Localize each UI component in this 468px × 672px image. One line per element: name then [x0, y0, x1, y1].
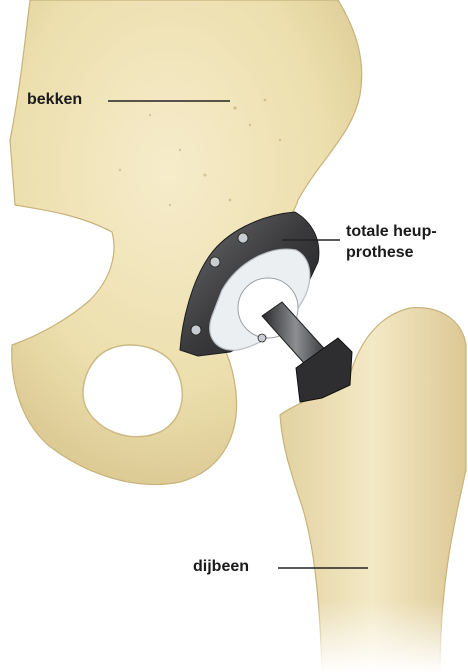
- prosthesis-label-line2: prothese: [346, 244, 414, 262]
- prosthesis-label-line1: totale heup-: [346, 223, 437, 241]
- pelvis-label: bekken: [27, 91, 82, 109]
- obturator-foramen: [83, 345, 182, 437]
- femur-label: dijbeen: [193, 558, 249, 576]
